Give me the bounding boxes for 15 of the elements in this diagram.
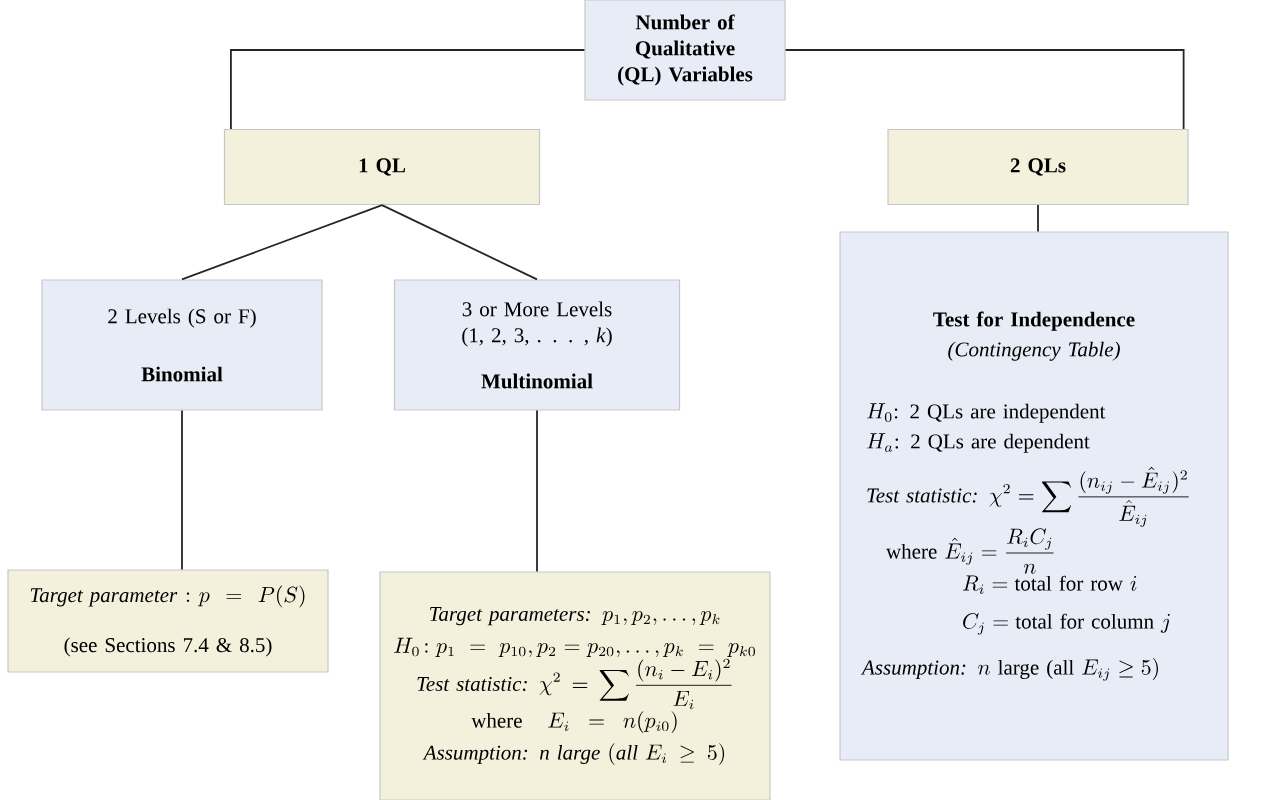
connector-line xyxy=(536,409,538,573)
connector-line xyxy=(1037,204,1039,233)
connector-line xyxy=(181,409,183,571)
category-box: 3 or More Levels (1, 2, 3, . . . , k) Multinomial xyxy=(393,279,681,411)
formula-box: Test for Independence (Contingency Table) $H_0\mbox{: 2 QLs are independent}$ $H_a\mbox{: 2 QLs are dependent}$ $\textit{Test statistic: } \chi^2 = \sum\frac{(n_{ij} - \hat{E}_{ij})^2}{\hat{E}_{ij}}$ $\mbox{where } \hat{E}_{ij} = \frac{R_iC_j}{n}$ $R_i = \mbox{total for row } i$ $C_j = \mbox{total for column } j$ $\textit{Assumption: } n \mbox{ large (all } E_{ij} \geq 5)$ xyxy=(839,231,1229,761)
formula-box: $\textit{Target parameter}: p \;=\; P(S)$ (see Sections 7.4 & 8.5) xyxy=(7,569,329,673)
category-box: Number of Qualitative (QL) Variables xyxy=(584,0,786,101)
category-box: 1 QL xyxy=(223,128,541,206)
formula-box: $\textit{Target parameters: } p_1, p_2, \ldots, p_k$ $H_0\!: p_1 \;=\; p_{10}, p_2 = p_{20}, \ldots, p_k \;=\; p_{k0}$ $\textit{Test statistic: } \chi^2 = \sum\frac{(n_i - E_i)^2}{E_i}$ $\mbox{where } \; E_i = n(p_{i0})$ $\textit{Assumption: n large }(\textit{all } E_i \geq 5)$ xyxy=(379,571,771,800)
connector-line xyxy=(230,49,586,130)
connector-line xyxy=(381,204,538,281)
category-box: 2 QLs xyxy=(887,128,1189,206)
category-box: 2 Levels (S or F) Binomial xyxy=(41,279,323,411)
connector-line xyxy=(784,49,1185,130)
connector-line xyxy=(181,204,383,281)
